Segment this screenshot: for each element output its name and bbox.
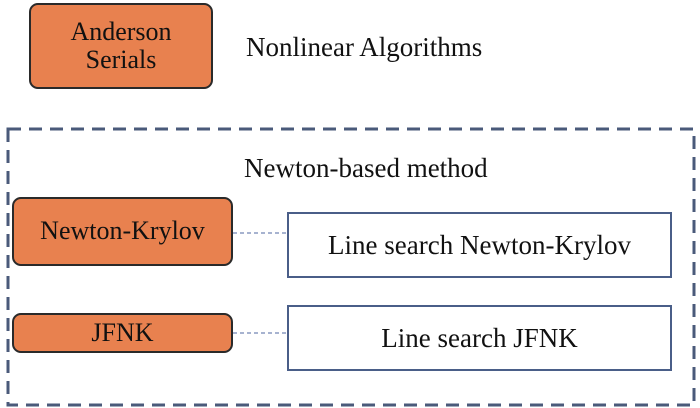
newton-krylov-box: Newton-Krylov [12, 197, 233, 266]
jfnk-label: JFNK [91, 317, 154, 347]
legend-caption: Nonlinear Algorithms [246, 32, 483, 62]
legend-box-label-line1: Anderson [70, 16, 172, 46]
line-search-newton-krylov-box: Line search Newton-Krylov [287, 212, 672, 278]
newton-krylov-label: Newton-Krylov [40, 216, 205, 246]
newton-group-frame [6, 127, 696, 407]
line-search-jfnk-label: Line search JFNK [381, 322, 578, 353]
line-search-jfnk-box: Line search JFNK [287, 305, 672, 371]
group-title: Newton-based method [244, 153, 488, 183]
legend-anderson-serials-box: Anderson Serials [29, 3, 213, 89]
legend-box-label-line2: Serials [85, 45, 157, 74]
line-search-newton-krylov-label: Line search Newton-Krylov [328, 229, 631, 260]
jfnk-box: JFNK [12, 313, 233, 353]
